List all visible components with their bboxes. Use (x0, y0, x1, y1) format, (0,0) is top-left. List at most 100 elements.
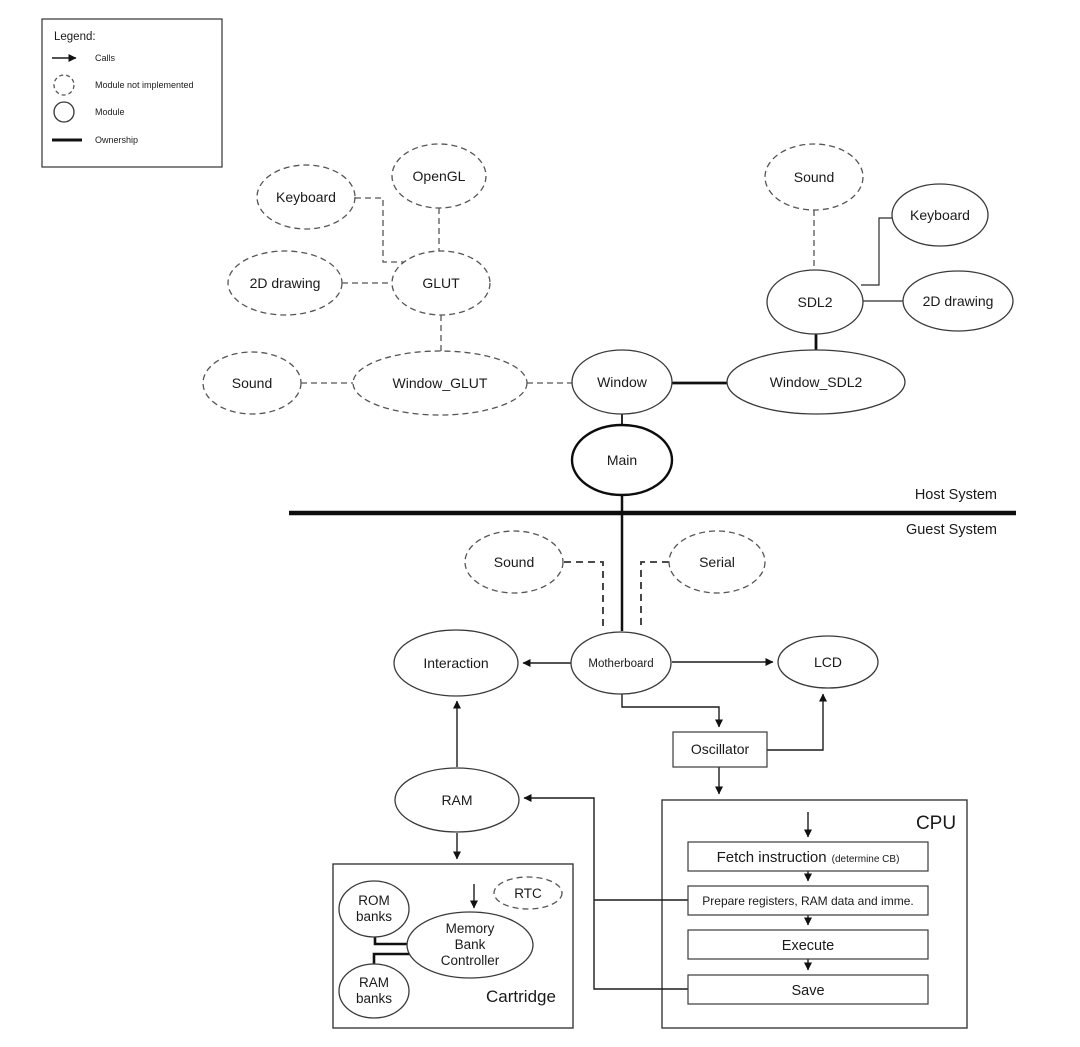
oscillator-box (672, 731, 768, 768)
node-2d-drawing-glut: 2D drawing (227, 250, 343, 316)
node-label: Motherboard (588, 658, 653, 670)
node-ram: RAM (394, 767, 520, 833)
circle-icon (53, 101, 75, 123)
node-ellipse (338, 963, 410, 1019)
node-keyboard-sdl2: Keyboard (891, 183, 989, 247)
edge-rombanks-mbc-ownership (373, 936, 410, 946)
node-ellipse (406, 911, 534, 979)
node-label: Sound (494, 554, 534, 570)
node-label: Keyboard (276, 189, 336, 205)
node-glut: GLUT (391, 250, 491, 316)
node-ellipse (394, 767, 520, 833)
node-keyboard-glut: Keyboard (256, 164, 356, 230)
node-sound-sdl2: Sound (764, 143, 864, 211)
node-label: Interaction (423, 655, 488, 671)
node-window: Window (571, 349, 673, 415)
node-ellipse (668, 530, 766, 594)
node-serial: Serial (668, 530, 766, 594)
step-label: Prepare registers, RAM data and imme. (702, 894, 913, 908)
step-box (687, 841, 929, 872)
node-ellipse (464, 530, 564, 594)
node-label: Keyboard (910, 207, 970, 223)
node-sound-guest: Sound (464, 530, 564, 594)
step-box (687, 974, 929, 1005)
arrow-cpu-ram (523, 794, 688, 990)
node-ellipse (338, 880, 410, 938)
node-ellipse (902, 270, 1014, 332)
node-label: SDL2 (797, 294, 832, 310)
legend: Legend: Calls Module not implemented Mod… (41, 18, 223, 168)
node-interaction: Interaction (393, 629, 519, 697)
node-main: Main (570, 423, 674, 497)
node-ellipse (393, 629, 519, 697)
step-label: Save (791, 983, 824, 999)
node-label: LCD (814, 654, 842, 670)
arrow-motherboard-oscillator (621, 694, 723, 728)
node-ellipse (777, 635, 879, 689)
step-box (687, 929, 929, 960)
legend-box (41, 18, 223, 168)
node-label: Sound (794, 169, 834, 185)
node-ellipse (726, 349, 906, 415)
node-sound-glut: Sound (202, 351, 302, 415)
legend-item-label: Calls (95, 53, 116, 63)
node-window-sdl2: Window_SDL2 (726, 349, 906, 415)
node-label: 2D drawing (250, 275, 321, 291)
cpu-step-execute: Execute (687, 929, 929, 960)
legend-item-label: Module not implemented (95, 80, 194, 90)
edge-sound-motherboard (564, 561, 604, 629)
cpu-step-prepare: Prepare registers, RAM data and imme. (687, 885, 929, 916)
node-ellipse (391, 143, 487, 209)
node-ellipse (227, 250, 343, 316)
node-lcd: LCD (777, 635, 879, 689)
edges (301, 197, 903, 990)
cpu-step-fetch: Fetch instruction(determine CB) (687, 841, 929, 872)
cpu-label: CPU (916, 813, 956, 834)
node-ellipse (256, 164, 356, 230)
node-ellipse (764, 143, 864, 211)
edge-serial-motherboard (640, 561, 669, 629)
legend-item-label: Ownership (95, 135, 138, 145)
guest-system-label: Guest System (906, 522, 997, 538)
edge-sdl2-keyboard (861, 217, 892, 286)
node-label: OpenGL (413, 168, 466, 184)
step-label: Fetch instruction(determine CB) (717, 849, 900, 866)
node-label: GLUT (422, 275, 460, 291)
node-ellipse (493, 876, 563, 910)
node-label: Sound (232, 375, 272, 391)
step-label: Execute (782, 938, 834, 954)
cpu: CPU Fetch instruction(determine CB) Prep… (687, 813, 956, 1005)
node-label: Serial (699, 554, 735, 570)
legend-item-label: Module (95, 107, 125, 117)
node-sdl2: SDL2 (766, 269, 864, 335)
node-label: Window (597, 374, 648, 390)
legend-title: Legend: (54, 31, 96, 43)
nodes: Keyboard OpenGL 2D drawing GLUT Sound Wi… (202, 143, 1014, 833)
dashed-circle-icon (53, 74, 75, 96)
node-2d-drawing-sdl2: 2D drawing (902, 270, 1014, 332)
node-ellipse (391, 250, 491, 316)
edge-keyboard-glut (355, 197, 408, 263)
cartridge-label: Cartridge (486, 987, 556, 1006)
node-motherboard: Motherboard (570, 631, 672, 695)
node-ellipse (202, 351, 302, 415)
step-box (687, 885, 929, 916)
node-ellipse (570, 423, 674, 497)
node-ellipse (766, 269, 864, 335)
node-label: Window_GLUT (393, 375, 488, 391)
node-ellipse (571, 349, 673, 415)
node-label: RAM (441, 792, 472, 808)
node-oscillator: Oscillator (672, 731, 768, 768)
node-label: 2D drawing (923, 293, 994, 309)
edge-rambanks-mbc-ownership (372, 952, 410, 965)
cpu-step-save: Save (687, 974, 929, 1005)
node-label: RTC (514, 886, 542, 901)
